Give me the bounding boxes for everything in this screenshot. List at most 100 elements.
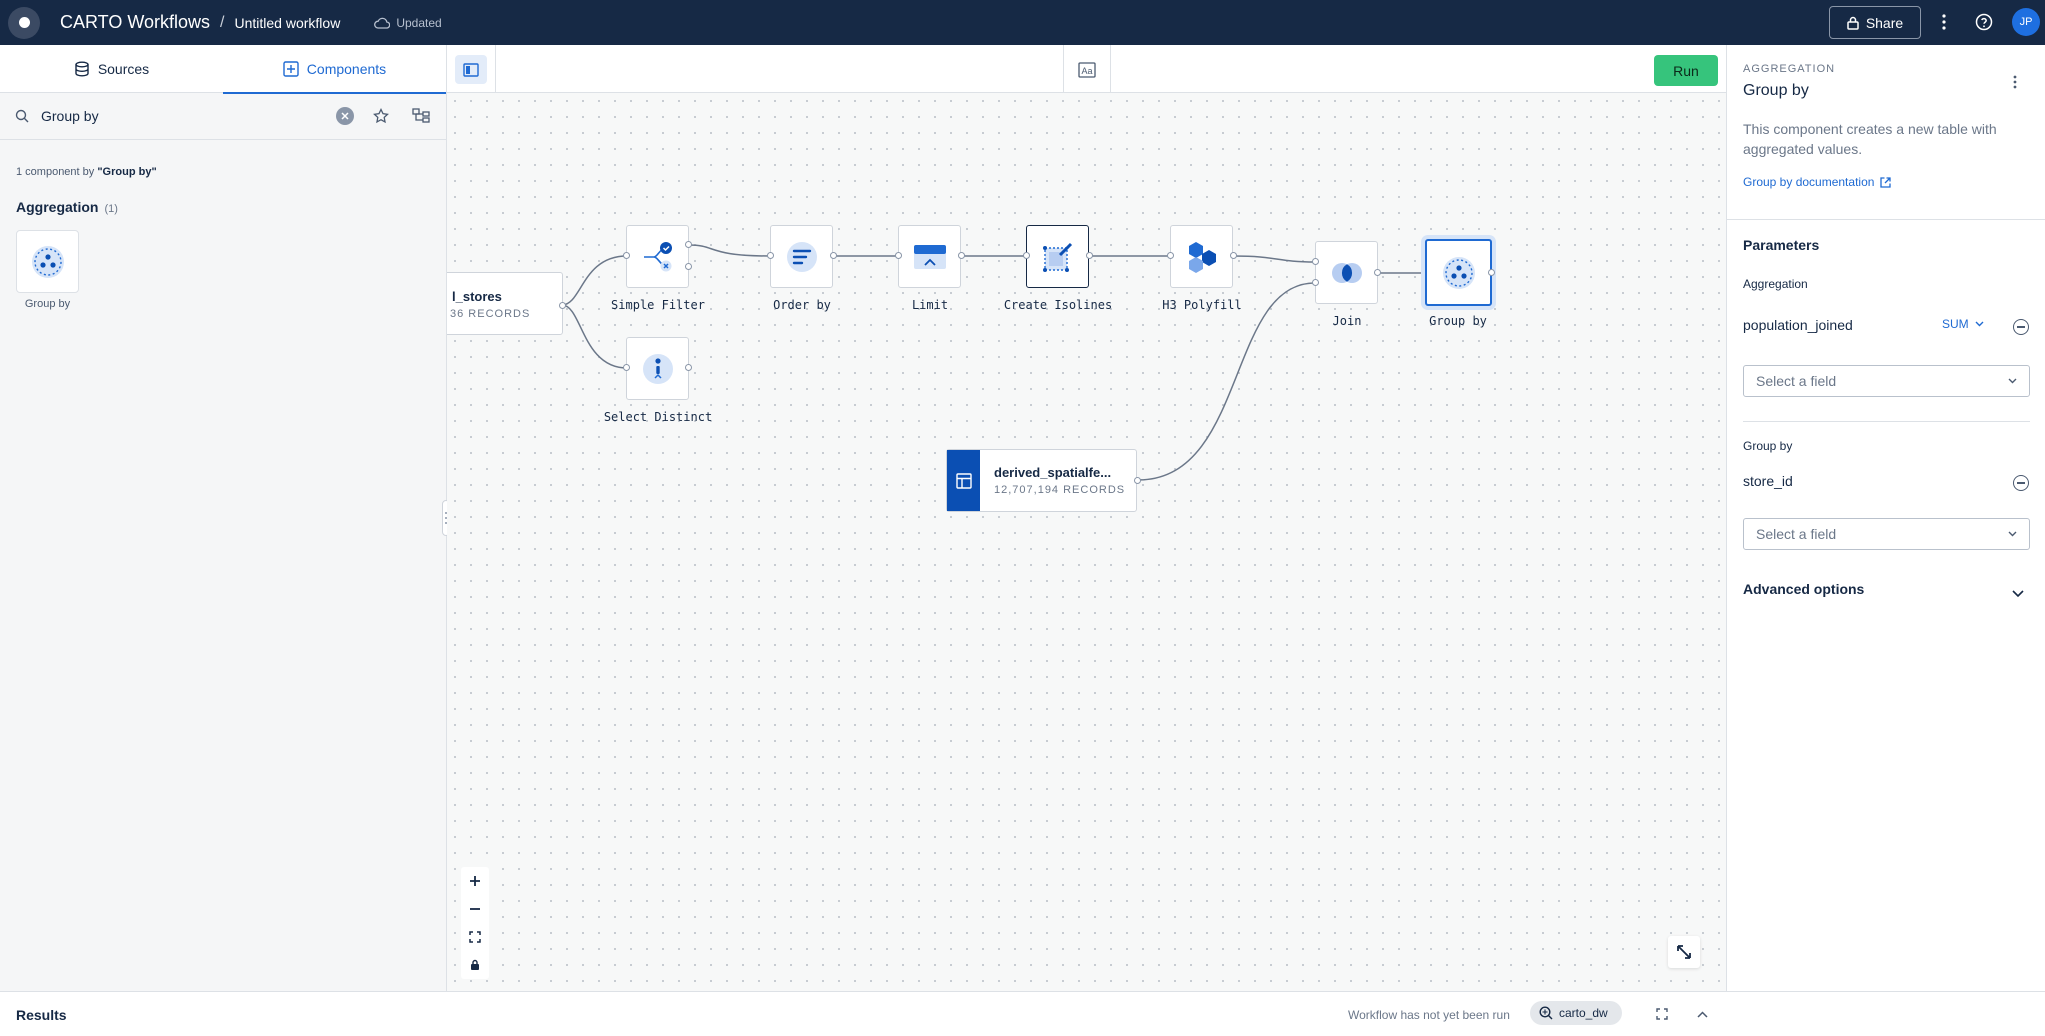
fit-view-icon[interactable] xyxy=(461,923,489,951)
aggregation-field-select[interactable]: Select a field xyxy=(1743,365,2030,397)
output-port[interactable] xyxy=(1134,477,1141,484)
node-join[interactable] xyxy=(1315,241,1378,304)
star-icon[interactable] xyxy=(370,105,392,127)
group-by-field-select[interactable]: Select a field xyxy=(1743,518,2030,550)
source-node-stores[interactable]: l_stores 36 RECORDS xyxy=(447,272,563,335)
source-records: 12,707,194 RECORDS xyxy=(994,484,1126,496)
node-h3-polyfill[interactable] xyxy=(1170,225,1233,288)
carto-logo[interactable] xyxy=(8,6,40,39)
tab-components[interactable]: Components xyxy=(223,45,446,94)
remove-group-by-icon[interactable] xyxy=(2013,475,2029,491)
output-port[interactable] xyxy=(685,364,692,371)
input-port[interactable] xyxy=(623,364,630,371)
breadcrumb-separator: / xyxy=(220,13,225,31)
chevron-down-icon[interactable] xyxy=(2012,585,2024,603)
node-simple-filter[interactable] xyxy=(626,225,689,288)
input-port[interactable] xyxy=(1023,252,1030,259)
zoom-out-icon[interactable] xyxy=(461,895,489,923)
canvas-toolbar: Aa Run xyxy=(447,45,1726,93)
zoom-controls xyxy=(461,867,489,979)
left-panel: Sources Components 1 component by "Group… xyxy=(0,45,447,991)
chevron-up-icon[interactable] xyxy=(1692,1004,1712,1024)
share-label: Share xyxy=(1865,14,1904,31)
select-placeholder: Select a field xyxy=(1756,373,1837,389)
group-by-label: Group by xyxy=(1743,439,1793,453)
documentation-link-text: Group by documentation xyxy=(1743,175,1875,189)
result-count: 1 component by "Group by" xyxy=(16,166,157,178)
text-annotation-icon[interactable]: Aa xyxy=(1071,55,1103,84)
output-port[interactable] xyxy=(1086,252,1093,259)
workflow-edges xyxy=(561,244,1428,481)
node-label: Create Isolines xyxy=(1003,298,1113,312)
documentation-link[interactable]: Group by documentation xyxy=(1743,175,1892,189)
components-icon xyxy=(283,61,299,77)
output-port[interactable] xyxy=(830,252,837,259)
fullscreen-icon[interactable] xyxy=(1652,1004,1672,1024)
table-icon xyxy=(955,472,972,489)
node-group-by[interactable] xyxy=(1425,239,1492,306)
clear-search-icon[interactable] xyxy=(336,107,354,125)
connection-chip[interactable]: carto_dw xyxy=(1530,1001,1622,1025)
search-input[interactable] xyxy=(41,108,321,124)
source-name: l_stores xyxy=(452,289,502,304)
input-port[interactable] xyxy=(1167,252,1174,259)
group-by-icon xyxy=(31,245,64,278)
h3-polyfill-icon xyxy=(1188,241,1216,273)
workflow-title[interactable]: Untitled workflow xyxy=(234,14,341,31)
node-select-distinct[interactable] xyxy=(626,337,689,400)
tab-sources[interactable]: Sources xyxy=(0,45,223,93)
category-count: (1) xyxy=(104,203,118,215)
app-title[interactable]: CARTO Workflows xyxy=(60,12,211,32)
remove-aggregation-icon[interactable] xyxy=(2013,319,2029,335)
advanced-options-toggle[interactable]: Advanced options xyxy=(1743,581,1865,597)
limit-icon xyxy=(913,244,946,269)
user-avatar[interactable]: JP xyxy=(2012,8,2040,36)
external-link-icon xyxy=(1880,176,1892,188)
input-port-main[interactable] xyxy=(1312,258,1319,265)
node-limit[interactable] xyxy=(898,225,961,288)
tab-sources-label: Sources xyxy=(97,61,150,77)
zoom-in-icon[interactable] xyxy=(461,867,489,895)
divider xyxy=(1727,219,2045,220)
component-card-group-by[interactable] xyxy=(16,230,79,293)
run-button[interactable]: Run xyxy=(1654,55,1718,86)
toolbar-divider xyxy=(1063,45,1064,93)
component-title: Group by xyxy=(1743,82,1809,99)
divider xyxy=(1743,421,2030,422)
node-label: H3 Polyfill xyxy=(1162,298,1242,312)
panel-tabs: Sources Components xyxy=(0,45,446,94)
input-port-secondary[interactable] xyxy=(1312,279,1319,286)
node-label: Join xyxy=(1332,314,1362,328)
component-search xyxy=(0,93,446,140)
select-placeholder: Select a field xyxy=(1756,526,1837,542)
output-port-true[interactable] xyxy=(685,241,692,248)
node-label: Limit xyxy=(911,298,949,312)
output-port[interactable] xyxy=(559,302,566,309)
more-vertical-icon[interactable] xyxy=(1933,11,1955,33)
chevron-down-icon xyxy=(2008,378,2017,384)
input-port[interactable] xyxy=(623,252,630,259)
group-by-field: store_id xyxy=(1743,473,1793,489)
input-port[interactable] xyxy=(767,252,774,259)
output-port-false[interactable] xyxy=(685,263,692,270)
input-port[interactable] xyxy=(895,252,902,259)
share-button[interactable]: Share xyxy=(1829,6,1921,39)
node-order-by[interactable] xyxy=(770,225,833,288)
node-create-isolines[interactable] xyxy=(1026,225,1089,288)
output-port[interactable] xyxy=(1374,269,1381,276)
output-port[interactable] xyxy=(958,252,965,259)
help-icon[interactable] xyxy=(1973,11,1995,33)
lock-canvas-icon[interactable] xyxy=(461,951,489,979)
aggregation-method-select[interactable]: SUM xyxy=(1942,317,1984,331)
result-count-prefix: 1 component by xyxy=(16,166,95,178)
expand-canvas-icon[interactable] xyxy=(1668,936,1700,968)
more-vertical-icon[interactable] xyxy=(2013,75,2017,94)
workflow-canvas[interactable]: Aa Run l_stores 36 RECORDS Simple Filter… xyxy=(447,45,1726,991)
svg-text:Aa: Aa xyxy=(1082,66,1093,76)
tree-view-icon[interactable] xyxy=(410,105,432,127)
source-records: 36 RECORDS xyxy=(450,308,531,320)
source-node-derived[interactable]: derived_spatialfe... 12,707,194 RECORDS xyxy=(946,449,1137,512)
toggle-panel-icon[interactable] xyxy=(455,55,487,84)
output-port[interactable] xyxy=(1230,252,1237,259)
output-port[interactable] xyxy=(1488,269,1495,276)
